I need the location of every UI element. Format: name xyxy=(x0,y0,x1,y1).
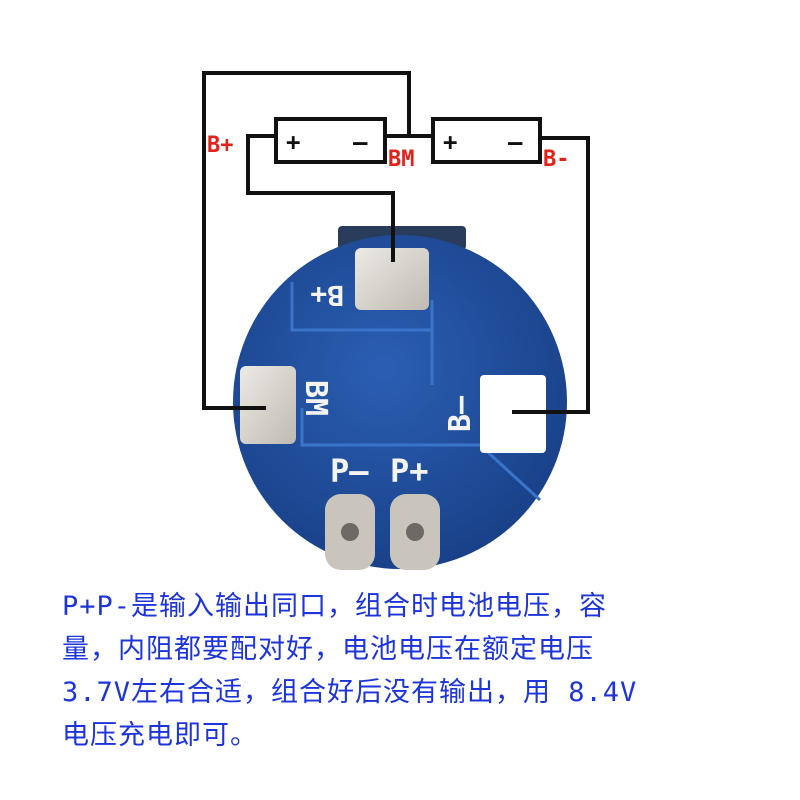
caption-line: 3.7V左右合适，组合好后没有输出，用 8.4V xyxy=(62,677,638,708)
cell-2-minus-sign: – xyxy=(508,128,523,156)
cell-1-minus-sign: – xyxy=(353,128,368,156)
protection-board: B+ BM B– P– P+ xyxy=(233,226,567,570)
pcb-trace xyxy=(290,282,434,332)
battery-cell-1: + – xyxy=(274,117,387,164)
label-b-minus: B- xyxy=(543,147,570,172)
wire-b-minus xyxy=(512,136,590,414)
wires xyxy=(202,71,590,414)
wire-bm xyxy=(202,71,411,410)
caption-line: P+P-是输入输出同口，组合时电池电压，容 xyxy=(62,591,608,622)
board-label-bm: BM xyxy=(298,380,333,416)
cell-2-body xyxy=(431,117,542,164)
board-label-p-plus: P+ xyxy=(390,452,429,490)
wire-b-plus xyxy=(246,134,395,262)
caption-line: 电压充电即可。 xyxy=(62,720,258,751)
bm-pad xyxy=(240,366,296,444)
board-label-b-minus: B– xyxy=(443,395,478,432)
cell-2-plus-sign: + xyxy=(443,128,457,156)
p-minus-hole xyxy=(341,523,359,541)
p-plus-hole xyxy=(406,523,424,541)
board-label-b-plus: B+ xyxy=(310,279,344,312)
b-plus-pad xyxy=(355,248,429,310)
label-b-plus: B+ xyxy=(207,133,234,158)
caption-line: 量，内阻都要配对好，电池电压在额定电压 xyxy=(62,634,594,665)
battery-cell-2: + – xyxy=(431,117,542,164)
pcb-disc xyxy=(233,235,567,569)
board-label-p-minus: P– xyxy=(330,452,369,490)
pcb-trace xyxy=(300,408,542,502)
cell-1-body xyxy=(274,117,387,164)
caption: P+P-是输入输出同口，组合时电池电压，容 量，内阻都要配对好，电池电压在额定电… xyxy=(62,585,762,757)
label-bm: BM xyxy=(388,147,415,172)
cell-1-plus-sign: + xyxy=(286,128,300,156)
